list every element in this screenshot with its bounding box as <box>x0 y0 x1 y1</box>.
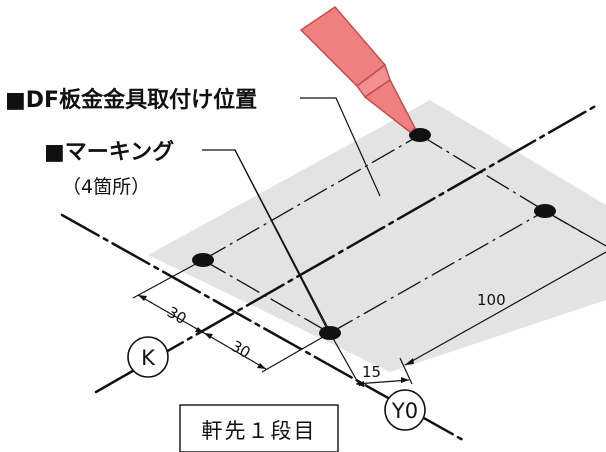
callout-marking: ■マーキング <box>44 139 174 165</box>
marking-point-right <box>534 204 556 218</box>
dimension-line-30-b <box>203 332 267 370</box>
leader-plate-position <box>300 97 381 197</box>
callout-marking-count: （4箇所） <box>62 176 150 198</box>
caption-box <box>179 404 339 452</box>
dimension-label-100: 100 <box>477 291 506 309</box>
dimension-line-100 <box>404 251 606 366</box>
axis-label-k: K <box>141 346 156 370</box>
plate-area <box>148 100 606 372</box>
dimension-label-30-b: 30 <box>228 337 254 362</box>
marker-pen-icon <box>299 6 416 133</box>
caption-text: 軒先１段目 <box>202 419 317 443</box>
marking-point-left <box>192 253 214 267</box>
guide-line-bottom <box>329 210 546 334</box>
callout-plate-position: ■DF板金金具取付け位置 <box>5 87 257 113</box>
dimension-label-30-a: 30 <box>164 303 190 328</box>
axis-marker-y0 <box>384 389 426 431</box>
dimension-line-30-a <box>137 294 205 334</box>
axis-marker-k <box>127 336 169 378</box>
leader-marking-2 <box>234 149 327 328</box>
guide-line-left <box>202 259 331 334</box>
dimension-line-15 <box>355 379 410 385</box>
marking-point-bottom <box>319 326 341 340</box>
axis-label-y0: Y0 <box>391 399 418 423</box>
marking-point-top <box>409 128 431 142</box>
guide-line-right <box>419 134 546 212</box>
dimension-label-15: 15 <box>362 363 381 381</box>
guide-line-top <box>202 134 421 261</box>
rafter-line <box>94 102 601 394</box>
